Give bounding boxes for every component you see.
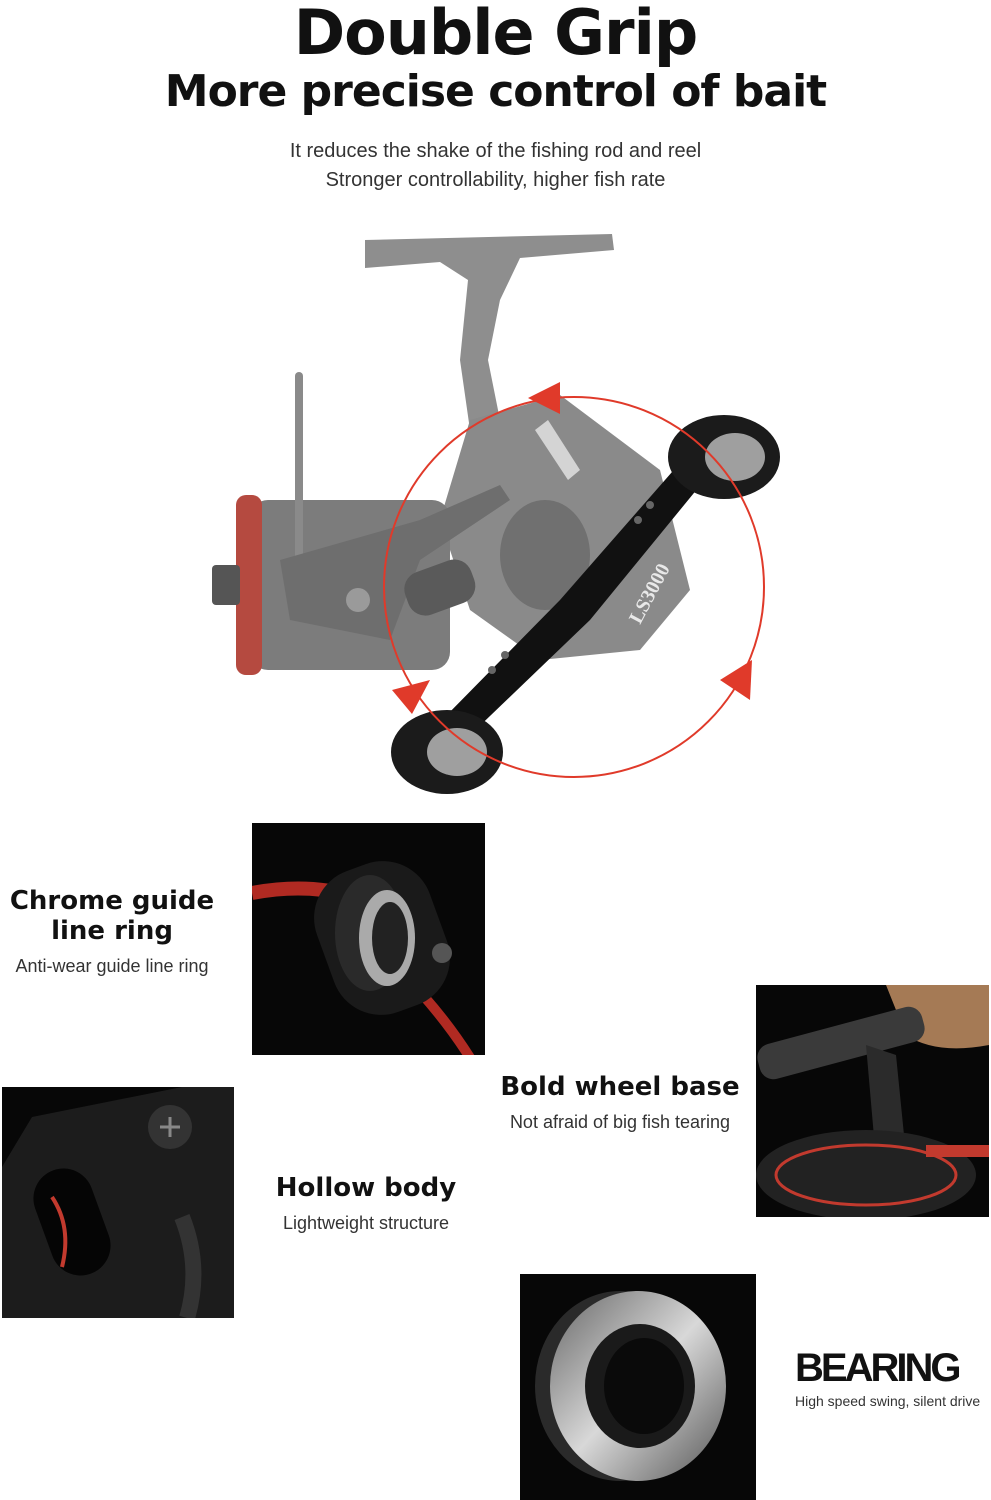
rotation-circle (383, 396, 765, 778)
hollow-body-photo (2, 1087, 234, 1318)
rotor-screw (346, 588, 370, 612)
hollow-desc: Lightweight structure (282, 1213, 450, 1233)
reel-handle (442, 440, 725, 740)
handle-hole (488, 666, 496, 674)
wheel-title: Bold wheel base (500, 1072, 740, 1102)
reel-illustration: LS3000 (212, 234, 780, 794)
chrome-desc: Anti-wear guide line ring (15, 956, 209, 976)
bearing-title: BEARING (795, 1346, 961, 1390)
chrome-title-line2: line ring (51, 916, 173, 946)
handle-hole (634, 516, 642, 524)
rotation-arrow-left (392, 680, 430, 714)
rotor-arm (280, 485, 510, 640)
rotation-arrow-top (528, 382, 560, 414)
spool-edge (236, 495, 262, 675)
bearing-image (535, 1291, 726, 1481)
handle-knob-top-cap (705, 433, 765, 481)
chrome-guide-photo (252, 823, 485, 1055)
bearing-photo (520, 1274, 756, 1500)
chrome-title-line1: Chrome guide (9, 886, 215, 916)
wheel-base-photo (756, 985, 989, 1217)
intro-line-1: It reduces the shake of the fishing rod … (289, 140, 702, 162)
handle-hole (501, 651, 509, 659)
reel-foot (365, 234, 614, 430)
hollow-slot (535, 420, 580, 480)
rotation-arrow-right (720, 660, 752, 700)
bearing-desc: High speed swing, silent drive (795, 1393, 981, 1409)
wheel-desc: Not afraid of big fish tearing (509, 1112, 731, 1132)
body-hub (500, 500, 590, 610)
page-subtitle: More precise control of bait (164, 66, 827, 117)
handle-hole (646, 501, 654, 509)
line-arm (295, 372, 303, 562)
handle-knob-bottom-cap (427, 728, 487, 776)
spool-knob (212, 565, 240, 605)
hollow-body-image (2, 1087, 234, 1318)
intro-line-2: Stronger controllability, higher fish ra… (325, 169, 666, 191)
page-title: Double Grip (293, 0, 699, 69)
wheel-base-image (756, 985, 989, 1217)
chrome-guide-image (252, 861, 475, 1055)
hollow-title: Hollow body (275, 1173, 457, 1203)
hollow-window (404, 559, 476, 616)
